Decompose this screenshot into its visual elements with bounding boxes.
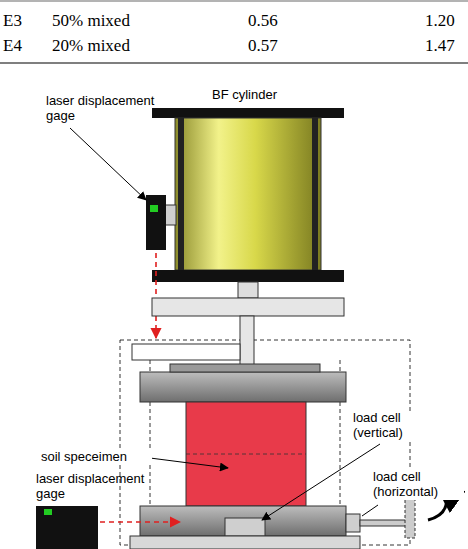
target-arm: [132, 344, 240, 360]
laser-gage: [146, 195, 166, 250]
cylinder-body: [175, 118, 321, 270]
shear-plane: [186, 454, 306, 455]
laser-beam: [100, 521, 180, 523]
table-cell: 50% mixed: [52, 11, 130, 31]
part-label: load cell (vertical): [352, 411, 438, 441]
vertical-load-cell: [225, 518, 265, 536]
loading-plate: [152, 298, 344, 316]
soil-specimen: [186, 402, 306, 506]
table-rule: [0, 1, 468, 2]
lower-shear-box: [140, 506, 346, 536]
horizontal-load-cell: [346, 514, 360, 532]
base-plate: [130, 536, 360, 549]
cylinder-top-plate: [152, 108, 344, 118]
part-label: soil speceimen: [40, 450, 152, 465]
table-cell: 20% mixed: [52, 36, 130, 56]
part-label: laser displacement gage: [36, 472, 156, 502]
laser-gage: [36, 506, 98, 549]
cylinder-bottom-plate: [152, 270, 344, 282]
table-cell: E3: [3, 11, 22, 31]
table-cell: 1.47: [425, 36, 455, 56]
leader-line: [262, 444, 380, 520]
tie-rod: [178, 118, 184, 270]
laser-led: [150, 205, 158, 212]
leader-line: [150, 458, 228, 468]
leader-line: [70, 128, 146, 200]
table-cell: 1.20: [425, 11, 455, 31]
laser-beam: [155, 253, 157, 338]
part-label: BF cylinder: [212, 88, 277, 103]
table-cell: E4: [3, 36, 22, 56]
leader-line: [362, 505, 378, 516]
table-rule: [0, 62, 468, 63]
crank: [405, 498, 415, 538]
top-cap: [140, 372, 346, 402]
tie-rod: [312, 118, 318, 270]
laser-led: [44, 509, 52, 515]
drive-shaft: [360, 520, 410, 526]
table-cell: 0.56: [248, 11, 278, 31]
part-label: laser displacement gage: [46, 94, 166, 124]
piston-rod: [238, 282, 258, 298]
frame-outline: [120, 340, 410, 545]
top-ring: [170, 364, 320, 372]
table-cell: 0.57: [248, 36, 278, 56]
part-label: load cell (horizontal): [372, 470, 464, 500]
